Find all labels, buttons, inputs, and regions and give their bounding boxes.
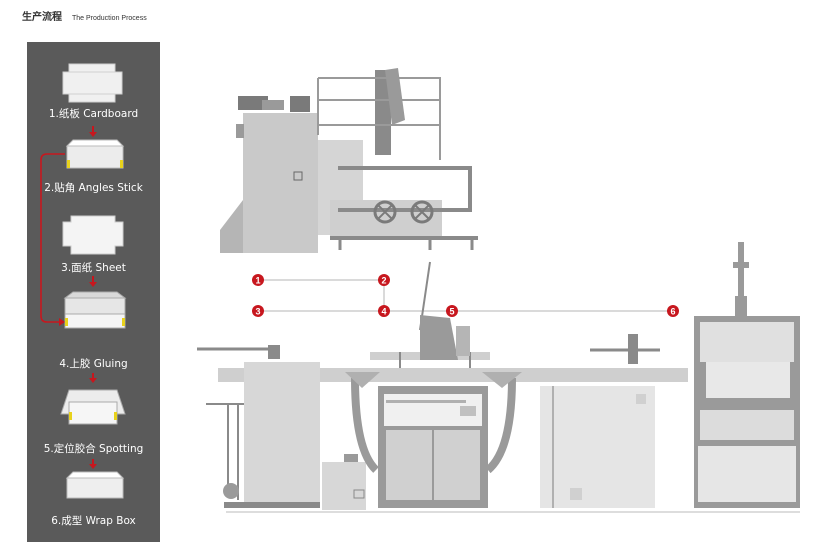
process-steps-panel: 1.纸板 Cardboard 2.贴角 Angles Stick 3.面纸 Sh… xyxy=(27,42,160,542)
page-header: 生产流程 The Production Process xyxy=(22,8,147,23)
svg-text:4: 4 xyxy=(381,307,386,317)
marker-6: 6 xyxy=(667,305,679,317)
step-6-label: 6.成型 Wrap Box xyxy=(51,515,136,527)
marker-1: 1 xyxy=(252,274,264,286)
cardboard-icon xyxy=(62,63,123,103)
step-3-label: 3.面纸 Sheet xyxy=(61,262,126,274)
wrap-box-icon xyxy=(65,471,125,499)
down-arrow-icon xyxy=(89,126,97,137)
sheet-icon xyxy=(62,215,124,255)
marker-4: 4 xyxy=(378,305,390,317)
step-5-label: 5.定位胶合 Spotting xyxy=(43,443,144,455)
title-english: The Production Process xyxy=(72,15,147,22)
svg-text:6: 6 xyxy=(670,307,675,317)
svg-text:5: 5 xyxy=(449,307,454,317)
down-arrow-icon xyxy=(89,276,97,287)
svg-text:1: 1 xyxy=(255,276,260,286)
step-1-label: 1.纸板 Cardboard xyxy=(48,108,139,120)
marker-5: 5 xyxy=(446,305,458,317)
angles-stick-icon xyxy=(65,139,125,169)
svg-text:3: 3 xyxy=(255,307,260,317)
production-line xyxy=(197,242,800,513)
step-4-label: 4.上胶 Gluing xyxy=(59,358,128,370)
process-illustrations xyxy=(40,63,127,499)
loop-arrow-icon xyxy=(40,153,65,326)
marker-lines xyxy=(258,279,673,312)
down-arrow-icon xyxy=(89,373,97,383)
svg-text:2: 2 xyxy=(381,276,386,286)
step-2-label: 2.贴角 Angles Stick xyxy=(44,182,143,194)
spotting-icon xyxy=(60,389,126,425)
title-chinese: 生产流程 xyxy=(22,12,62,23)
down-arrow-icon xyxy=(89,459,97,469)
marker-2: 2 xyxy=(378,274,390,286)
corner-sticking-machine xyxy=(220,68,478,253)
marker-3: 3 xyxy=(252,305,264,317)
gluing-icon xyxy=(63,291,127,329)
